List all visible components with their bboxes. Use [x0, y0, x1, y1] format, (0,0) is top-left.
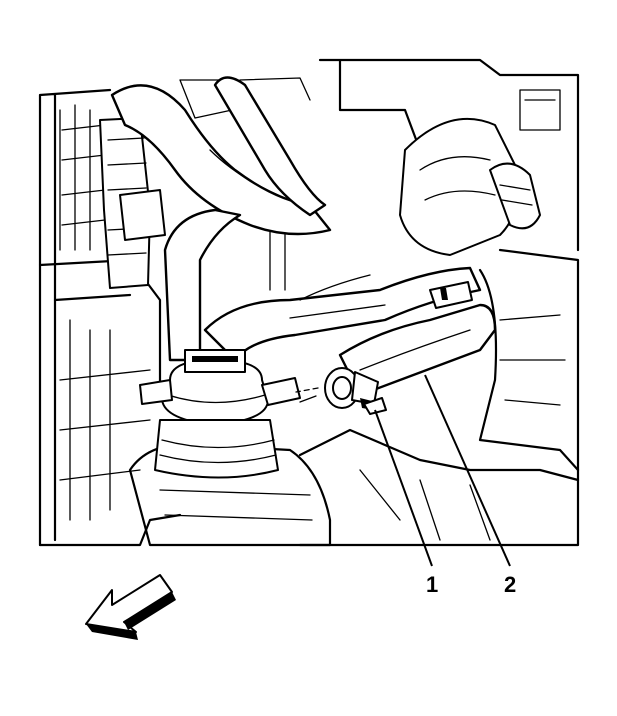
callout-1-label: 1: [426, 572, 438, 597]
housing-assembly: [139, 349, 301, 479]
callout-2-label: 2: [504, 572, 516, 597]
coolant-hoses: [110, 76, 497, 397]
callout-2-leader: [424, 374, 511, 567]
callout-1-leader: [374, 409, 433, 567]
hose-clamp: [295, 367, 387, 415]
front-arrow-icon: [85, 574, 176, 640]
background-structure: [38, 58, 580, 547]
